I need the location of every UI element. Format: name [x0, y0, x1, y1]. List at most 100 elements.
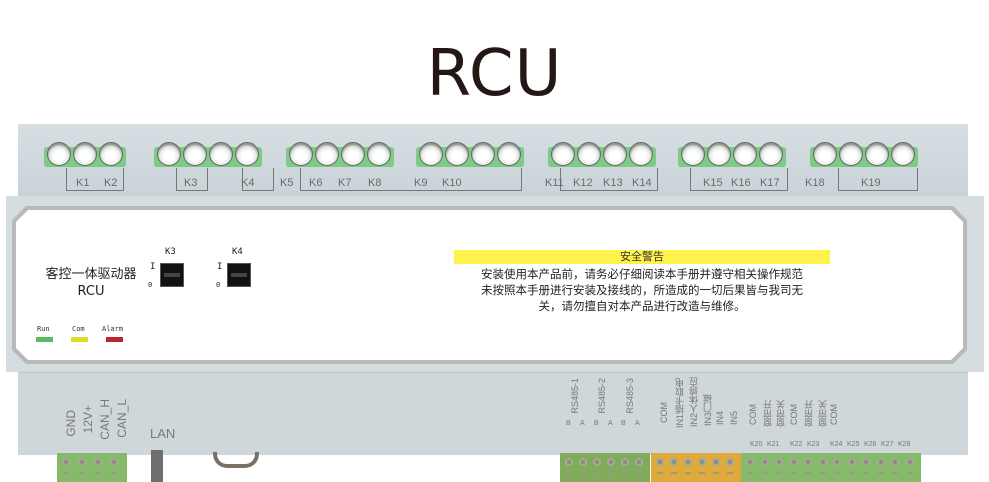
- terminal-slot: [580, 472, 586, 474]
- terminal-slot: [671, 472, 677, 474]
- relay-label: K14: [632, 177, 652, 189]
- switch-k4-on-mark: I: [217, 262, 223, 272]
- terminal-screw[interactable]: [833, 458, 841, 466]
- input-label-in4: IN4: [715, 411, 725, 426]
- bottom-terminal-block: [57, 453, 127, 482]
- bottom-terminal-block: [651, 453, 741, 482]
- terminal-screw[interactable]: [814, 143, 836, 165]
- page-title: RCU: [426, 37, 563, 111]
- terminal-screw[interactable]: [593, 458, 601, 466]
- terminal-screw[interactable]: [891, 458, 899, 466]
- terminal-screw[interactable]: [876, 458, 885, 466]
- terminal-slot: [594, 472, 600, 474]
- terminal-screw[interactable]: [862, 458, 870, 466]
- terminal-screw[interactable]: [760, 458, 769, 466]
- terminal-screw[interactable]: [905, 458, 914, 466]
- terminal-screw[interactable]: [110, 458, 118, 466]
- terminal-screw[interactable]: [62, 458, 70, 466]
- relay-label: K9: [414, 177, 428, 189]
- bottom-relay-label: K20: [750, 441, 763, 448]
- terminal-screw[interactable]: [818, 458, 827, 466]
- terminal-screw[interactable]: [866, 143, 888, 165]
- terminal-screw[interactable]: [708, 143, 730, 165]
- terminal-screw[interactable]: [734, 143, 756, 165]
- terminal-screw[interactable]: [670, 458, 678, 466]
- terminal-screw[interactable]: [290, 143, 312, 165]
- relay-label: K12: [573, 177, 593, 189]
- terminal-slot: [790, 472, 797, 474]
- switch-k4-label: K4: [232, 247, 243, 257]
- terminal-slot: [685, 472, 691, 474]
- bottom-terminal-block: [560, 453, 650, 482]
- terminal-screw[interactable]: [236, 143, 258, 165]
- terminal-screw[interactable]: [579, 458, 587, 466]
- terminal-screw[interactable]: [607, 458, 615, 466]
- terminal-screw[interactable]: [789, 458, 798, 466]
- terminal-screw[interactable]: [420, 143, 442, 165]
- terminal-screw[interactable]: [698, 458, 706, 466]
- terminal-screw[interactable]: [726, 458, 734, 466]
- terminal-screw[interactable]: [316, 143, 338, 165]
- terminal-screw[interactable]: [94, 458, 102, 466]
- terminal-slot: [95, 472, 101, 474]
- terminal-screw[interactable]: [100, 143, 122, 165]
- terminal-screw[interactable]: [184, 143, 206, 165]
- lan-cable: [151, 450, 163, 482]
- terminal-slot: [608, 472, 614, 474]
- terminal-screw[interactable]: [892, 143, 914, 165]
- terminal-screw[interactable]: [804, 458, 812, 466]
- terminal-screw[interactable]: [847, 458, 856, 466]
- switch-k3[interactable]: [160, 263, 184, 287]
- relay-label: K4: [241, 177, 255, 189]
- terminal-screw[interactable]: [74, 143, 96, 165]
- lan-label: LAN: [150, 426, 176, 441]
- terminal-screw[interactable]: [604, 143, 626, 165]
- terminal-screw[interactable]: [840, 143, 862, 165]
- terminal-screw[interactable]: [656, 458, 664, 466]
- terminal-slot: [111, 472, 117, 474]
- terminal-screw[interactable]: [578, 143, 600, 165]
- led-run-label: Run: [37, 325, 50, 333]
- terminal-screw[interactable]: [552, 143, 574, 165]
- terminal-screw[interactable]: [472, 143, 494, 165]
- curtain2-close-label: 窗帘关: [818, 400, 828, 427]
- curtain2-open-label: 窗帘开: [804, 400, 814, 427]
- curtain2-com-label: COM: [789, 404, 799, 425]
- terminal-screw[interactable]: [368, 143, 390, 165]
- rs485-1-label: RS485-1: [570, 378, 580, 414]
- terminal-slot: [699, 472, 705, 474]
- bottom-relay-label: K28: [898, 441, 911, 448]
- relay-label: K8: [368, 177, 382, 189]
- power-label-can-l: CAN_L: [115, 399, 129, 438]
- terminal-screw[interactable]: [682, 143, 704, 165]
- terminal-screw[interactable]: [712, 458, 720, 466]
- terminal-block: [154, 147, 262, 167]
- warning-line: 未按照本手册进行安装及接线的，所造成的一切后果皆与我司无: [481, 283, 803, 297]
- relay-label: K15: [703, 177, 723, 189]
- din-rail-clip: [213, 452, 259, 468]
- terminal-screw[interactable]: [210, 143, 232, 165]
- terminal-screw[interactable]: [342, 143, 364, 165]
- terminal-screw[interactable]: [684, 458, 692, 466]
- terminal-screw[interactable]: [158, 143, 180, 165]
- terminal-slot: [819, 472, 826, 474]
- bottom-relay-label: K24: [830, 441, 843, 448]
- terminal-screw[interactable]: [630, 143, 652, 165]
- switch-k4[interactable]: [227, 263, 251, 287]
- terminal-slot: [848, 472, 855, 474]
- relay-label: K7: [338, 177, 352, 189]
- input-label-com: COM: [659, 402, 669, 423]
- terminal-screw[interactable]: [48, 143, 70, 165]
- terminal-screw[interactable]: [760, 143, 782, 165]
- relay-label: K5: [280, 177, 294, 189]
- relay-wiring: [242, 168, 274, 191]
- terminal-screw[interactable]: [498, 143, 520, 165]
- terminal-screw[interactable]: [635, 458, 643, 466]
- terminal-screw[interactable]: [775, 458, 783, 466]
- terminal-screw[interactable]: [621, 458, 629, 466]
- terminal-screw[interactable]: [446, 143, 468, 165]
- terminal-screw[interactable]: [78, 458, 86, 466]
- terminal-screw[interactable]: [565, 458, 573, 466]
- warning-line: 关，请勿擅自对本产品进行改造与维修。: [538, 299, 746, 313]
- terminal-screw[interactable]: [746, 458, 754, 466]
